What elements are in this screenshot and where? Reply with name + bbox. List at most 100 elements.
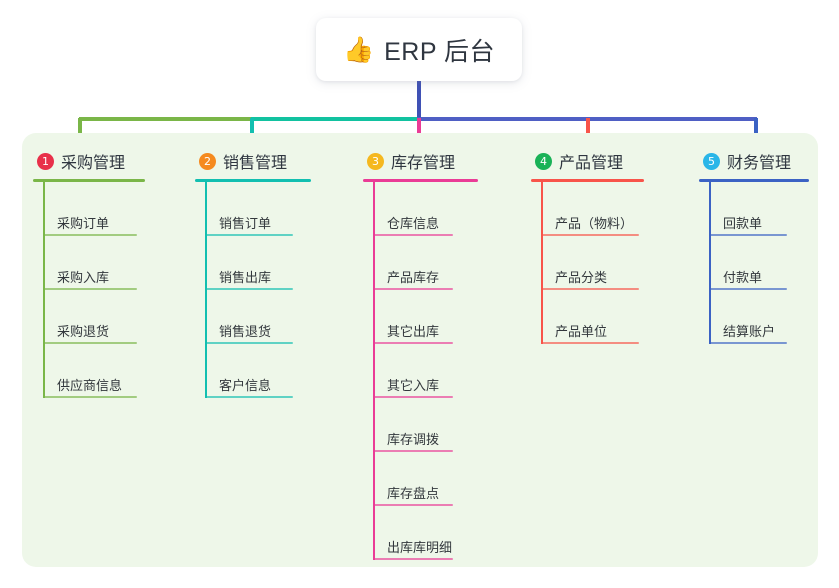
leaf-underline (541, 234, 639, 236)
leaf-label: 销售出库 (219, 269, 272, 285)
branch-title: 采购管理 (61, 155, 126, 172)
leaf-label: 出库库明细 (387, 539, 453, 555)
branch-header-2[interactable]: 2 销售管理 (195, 148, 311, 174)
leaf-spine (205, 182, 207, 398)
leaf-underline (373, 342, 453, 344)
leaf-underline (373, 234, 453, 236)
leaf-label: 仓库信息 (387, 215, 440, 231)
leaf-label: 其它出库 (387, 323, 440, 339)
leaf-item[interactable]: 库存盘点 (363, 452, 478, 506)
leaf-underline (541, 342, 639, 344)
leaf-label: 付款单 (723, 269, 763, 285)
leaf-item[interactable]: 产品分类 (531, 236, 644, 290)
leaf-item[interactable]: 产品（物料） (531, 182, 644, 236)
leaf-underline (43, 288, 137, 290)
branch-number-badge: 5 (703, 152, 720, 170)
leaf-underline (205, 342, 293, 344)
leaf-label: 销售订单 (219, 215, 272, 231)
branch-title: 产品管理 (559, 155, 624, 172)
leaf-item[interactable]: 采购入库 (33, 236, 145, 290)
branch-column-2: 2 销售管理销售订单销售出库销售退货客户信息 (195, 148, 311, 398)
leaf-label: 采购入库 (57, 269, 110, 285)
leaf-item[interactable]: 其它出库 (363, 290, 478, 344)
leaf-label: 回款单 (723, 215, 763, 231)
leaf-item[interactable]: 付款单 (699, 236, 809, 290)
branch-header-5[interactable]: 5 财务管理 (699, 148, 809, 174)
leaf-underline (709, 342, 787, 344)
leaf-spine (541, 182, 543, 344)
leaf-label: 库存盘点 (387, 485, 440, 501)
leaf-label: 产品库存 (387, 269, 440, 285)
leaf-underline (373, 288, 453, 290)
leaf-item[interactable]: 仓库信息 (363, 182, 478, 236)
branch-title: 销售管理 (223, 155, 288, 172)
leaf-underline (541, 288, 639, 290)
leaf-underline (373, 450, 453, 452)
branch-header-1[interactable]: 1 采购管理 (33, 148, 145, 174)
branch-underline (33, 179, 145, 182)
leaf-label: 结算账户 (723, 323, 776, 339)
leaf-spine (43, 182, 45, 398)
leaf-underline (709, 288, 787, 290)
leaf-label: 产品单位 (555, 323, 608, 339)
thumbs-up-icon: 👍 (342, 35, 375, 64)
leaf-item[interactable]: 结算账户 (699, 290, 809, 344)
leaf-list: 产品（物料） 产品分类产品单位 (531, 182, 644, 344)
root-title: ERP 后台 (384, 37, 496, 66)
leaf-item[interactable]: 库存调拨 (363, 398, 478, 452)
leaf-spine (373, 182, 375, 560)
leaf-item[interactable]: 销售出库 (195, 236, 311, 290)
leaf-item[interactable]: 采购退货 (33, 290, 145, 344)
leaf-item[interactable]: 采购订单 (33, 182, 145, 236)
leaf-label: 销售退货 (219, 323, 272, 339)
leaf-label: 其它入库 (387, 377, 440, 393)
leaf-list: 采购订单采购入库采购退货供应商信息 (33, 182, 145, 398)
leaf-label: 库存调拨 (387, 431, 440, 447)
leaf-underline (205, 396, 293, 398)
branch-underline (531, 179, 644, 182)
branch-underline (363, 179, 478, 182)
leaf-underline (373, 504, 453, 506)
leaf-underline (205, 288, 293, 290)
leaf-underline (709, 234, 787, 236)
branch-underline (195, 179, 311, 182)
leaf-underline (373, 396, 453, 398)
leaf-item[interactable]: 供应商信息 (33, 344, 145, 398)
branch-column-5: 5 财务管理回款单付款单结算账户 (699, 148, 809, 344)
leaf-underline (205, 234, 293, 236)
leaf-underline (43, 396, 137, 398)
branch-header-4[interactable]: 4 产品管理 (531, 148, 644, 174)
leaf-label: 供应商信息 (57, 377, 123, 393)
leaf-item[interactable]: 回款单 (699, 182, 809, 236)
leaf-item[interactable]: 客户信息 (195, 344, 311, 398)
leaf-item[interactable]: 销售订单 (195, 182, 311, 236)
branch-title: 库存管理 (391, 155, 456, 172)
leaf-item[interactable]: 产品库存 (363, 236, 478, 290)
leaf-item[interactable]: 销售退货 (195, 290, 311, 344)
leaf-list: 销售订单销售出库销售退货客户信息 (195, 182, 311, 398)
branch-number-badge: 1 (37, 152, 54, 170)
leaf-underline (43, 342, 137, 344)
leaf-list: 回款单付款单结算账户 (699, 182, 809, 344)
branch-column-1: 1 采购管理采购订单采购入库采购退货供应商信息 (33, 148, 145, 398)
branch-number-badge: 4 (535, 152, 552, 170)
leaf-item[interactable]: 产品单位 (531, 290, 644, 344)
branch-title: 财务管理 (727, 155, 792, 172)
leaf-list: 仓库信息产品库存其它出库其它入库库存调拨库存盘点出库库明细 (363, 182, 478, 560)
branch-column-4: 4 产品管理产品（物料） 产品分类产品单位 (531, 148, 644, 344)
branch-panel (22, 133, 818, 567)
root-node[interactable]: 👍 ERP 后台 (316, 18, 522, 81)
leaf-underline (373, 558, 453, 560)
branch-number-badge: 2 (199, 152, 216, 170)
leaf-underline (43, 234, 137, 236)
leaf-label: 产品分类 (555, 269, 608, 285)
leaf-label: 产品（物料） (555, 215, 634, 231)
leaf-spine (709, 182, 711, 344)
leaf-label: 客户信息 (219, 377, 272, 393)
leaf-item[interactable]: 出库库明细 (363, 506, 478, 560)
leaf-label: 采购退货 (57, 323, 110, 339)
leaf-item[interactable]: 其它入库 (363, 344, 478, 398)
